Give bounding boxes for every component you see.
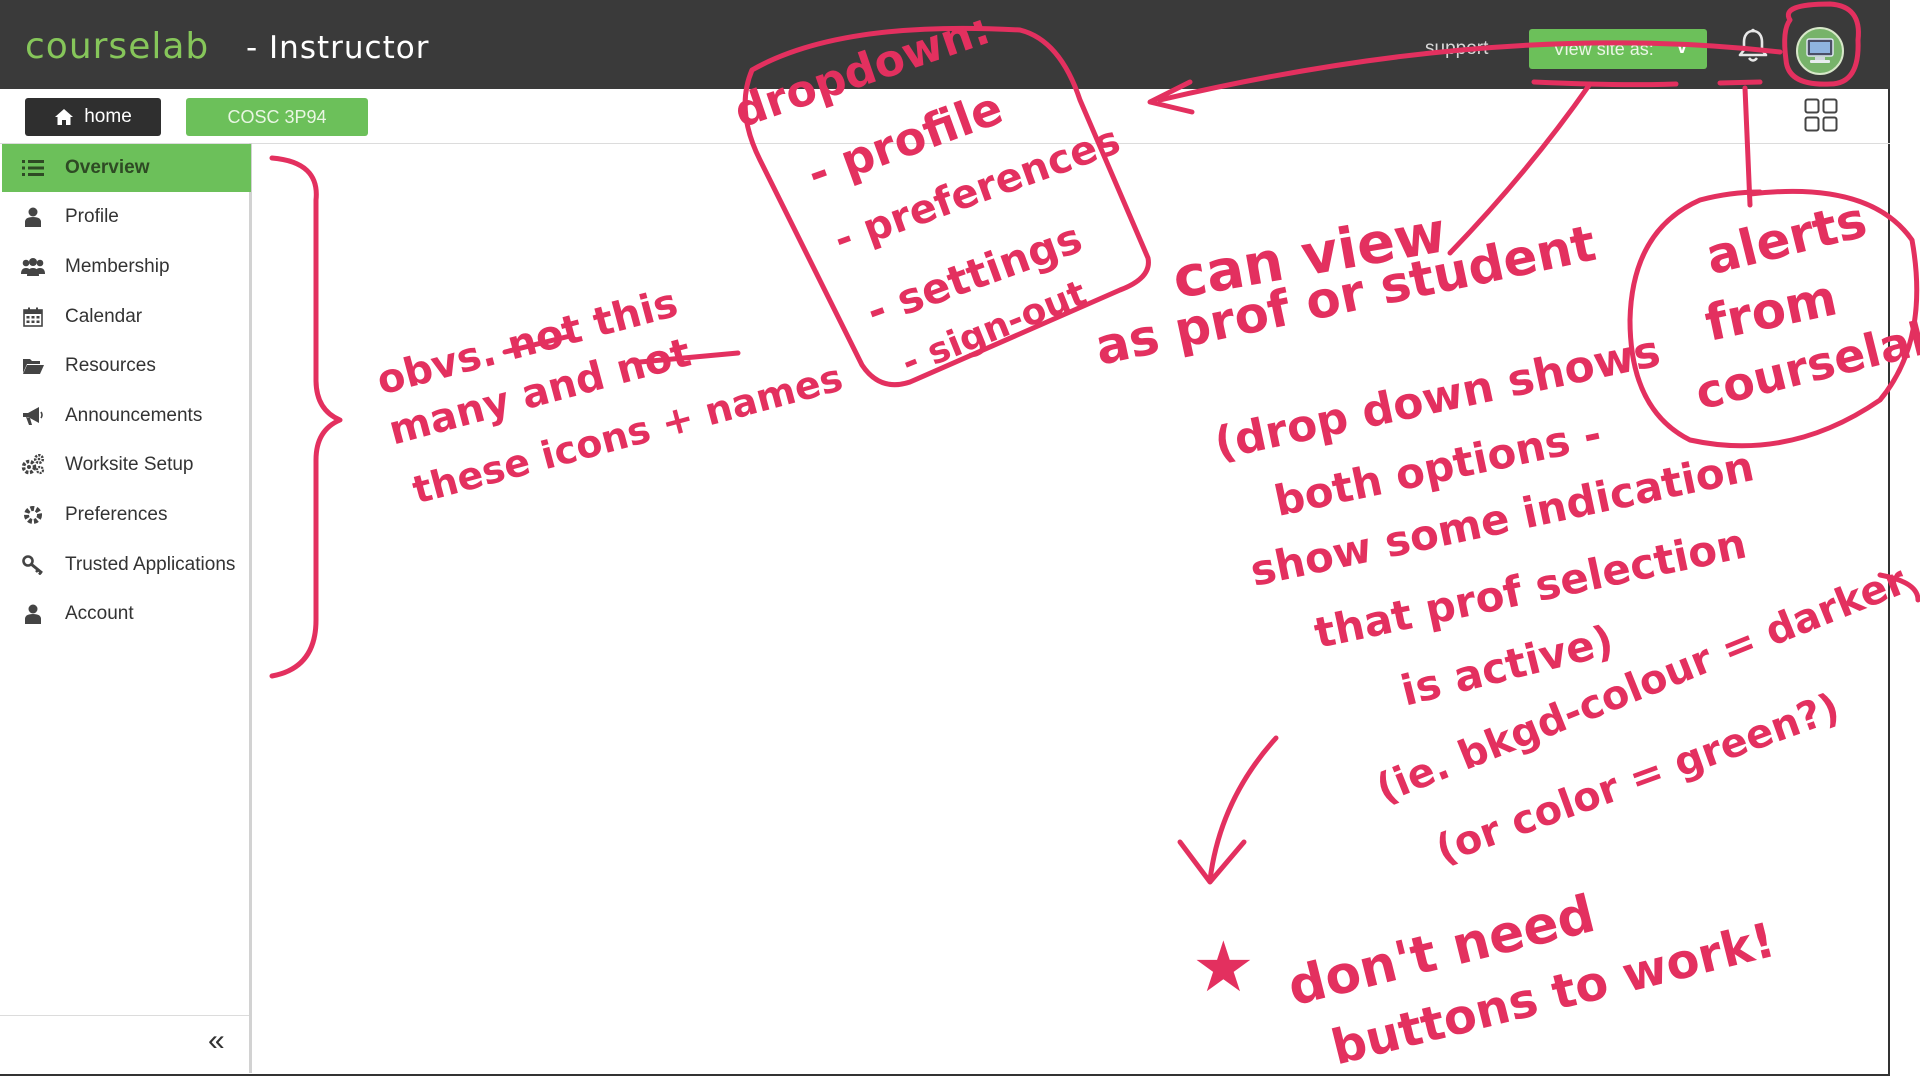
sidebar-item-label: Profile (65, 206, 119, 227)
sidebar-item-announcements[interactable]: Announcements (2, 392, 251, 440)
sidebar-item-label: Preferences (65, 504, 168, 525)
sidebar-item-calendar[interactable]: Calendar (2, 293, 251, 341)
support-link[interactable]: support (1425, 38, 1489, 59)
sidebar: Overview Profile Membership Calendar Res… (0, 143, 252, 1073)
calendar-icon (21, 305, 45, 329)
users-icon (21, 255, 45, 279)
megaphone-icon (21, 404, 45, 428)
home-label: home (84, 106, 132, 127)
home-icon (55, 109, 74, 125)
sidebar-item-label: Membership (65, 256, 170, 277)
top-header: courselab - Instructor support View site… (0, 0, 1890, 89)
view-site-as-label: View site as: (1553, 38, 1654, 59)
double-chevron-left-icon[interactable]: « (208, 1024, 225, 1057)
sidebar-item-account[interactable]: Account (2, 590, 251, 638)
sidebar-item-label: Worksite Setup (65, 454, 194, 475)
course-tab-button[interactable]: COSC 3P94 (186, 98, 368, 136)
sidebar-item-trusted-applications[interactable]: Trusted Applications (2, 541, 251, 589)
user-icon (21, 602, 45, 626)
key-icon (21, 553, 45, 577)
sidebar-item-label: Resources (65, 355, 156, 376)
brand-logo[interactable]: courselab (25, 26, 210, 67)
grid-icon[interactable] (1804, 98, 1838, 132)
list-icon (21, 156, 45, 180)
view-site-as-button[interactable]: View site as: v (1529, 29, 1707, 69)
sidebar-divider (0, 1015, 249, 1016)
chevron-down-icon: v (1676, 37, 1687, 57)
sidebar-item-label: Calendar (65, 306, 143, 327)
sidebar-item-label: Account (65, 603, 134, 624)
computer-avatar-icon[interactable] (1796, 27, 1844, 75)
sidebar-item-preferences[interactable]: Preferences (2, 491, 251, 539)
user-icon (21, 205, 45, 229)
gears-icon (21, 453, 45, 477)
sidebar-item-membership[interactable]: Membership (2, 243, 251, 291)
folder-open-icon (21, 354, 45, 378)
sidebar-item-resources[interactable]: Resources (2, 342, 251, 390)
home-button[interactable]: home (25, 98, 161, 136)
sidebar-item-label: Overview (65, 157, 150, 178)
sidebar-item-profile[interactable]: Profile (2, 193, 251, 241)
role-label: - Instructor (246, 30, 430, 66)
gear-icon (21, 503, 45, 527)
sidebar-item-label: Trusted Applications (65, 554, 236, 575)
sidebar-item-label: Announcements (65, 405, 203, 426)
bell-icon[interactable] (1738, 28, 1768, 64)
sidebar-item-worksite-setup[interactable]: Worksite Setup (2, 441, 251, 489)
sidebar-item-overview[interactable]: Overview (2, 144, 251, 192)
